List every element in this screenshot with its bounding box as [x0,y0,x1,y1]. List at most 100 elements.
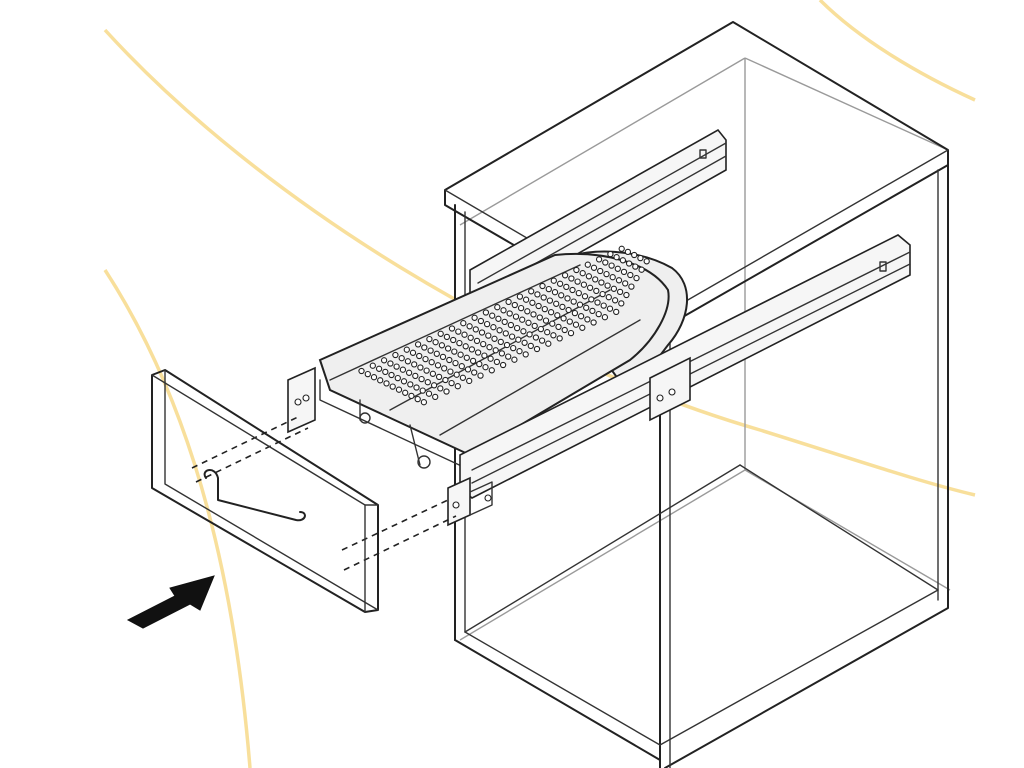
perforation-hole [437,330,444,337]
perforation-hole [576,301,584,308]
perforation-hole [497,338,504,346]
perforation-hole [466,377,473,385]
perforation-hole [549,320,556,327]
perforation-hole [471,369,478,376]
perforation-hole [502,330,509,337]
perforation-hole [369,362,376,369]
perforation-hole [600,302,607,309]
perforation-hole [510,344,517,352]
perforation-hole [433,350,440,357]
perforation-hole [620,268,628,276]
perforation-hole [377,377,384,384]
perforation-hole [513,324,521,332]
perforation-hole [604,282,611,289]
perforation-hole [606,305,614,312]
perforation-hole [589,307,596,315]
perforation-hole [506,310,513,317]
perforation-hole [495,315,502,322]
perforation-hole [558,292,565,299]
perforation-hole [571,309,579,317]
perforation-hole [595,310,602,318]
perforation-hole [624,248,632,256]
perforation-hole [561,326,568,334]
perforation-hole [511,301,518,309]
perforation-hole [489,312,496,319]
perforation-hole [526,331,533,338]
perforation-hole [538,337,546,344]
perforation-hole [555,323,562,331]
perforation-hole [528,288,535,295]
perforation-hole [595,256,603,263]
front-drawer-runner [447,234,911,527]
perforation-hole [521,339,528,346]
arc-left [103,269,252,768]
perforation-hole [443,388,450,395]
decorative-arcs [103,0,976,768]
perforation-hole [588,296,595,303]
perforation-hole [402,389,409,396]
perforation-hole [520,328,527,335]
perforation-hole [389,383,396,390]
perforation-hole [478,329,486,336]
perforation-hole [457,351,464,358]
perforation-hole [392,351,399,359]
perforation-hole [437,385,444,392]
perforation-hole [412,372,419,380]
perforation-hole [461,331,468,338]
perforation-hole [375,365,383,372]
perforation-hole [494,304,501,311]
perforation-hole [480,340,487,348]
cabinet-bottom [454,639,661,761]
perforation-hole [599,290,606,298]
perforation-hole [430,382,438,389]
perforation-hole [544,329,551,336]
perforation-hole [516,348,523,355]
perforation-hole [459,374,467,381]
perforation-hole [469,357,477,365]
perforation-hole [627,271,634,279]
perforation-hole [603,270,610,278]
perforation-hole [545,285,552,293]
perforation-hole [463,354,470,361]
perforation-hole [448,379,455,387]
perforation-hole [574,278,581,285]
perforation-hole [527,342,534,350]
perforation-hole [492,347,499,354]
perforation-hole [466,323,473,330]
perforation-hole [490,324,497,331]
perforation-hole [554,312,561,319]
perforation-hole [602,259,609,266]
perforation-hole [426,335,433,343]
perforation-hole [615,277,623,284]
perforation-hole [429,370,437,377]
perforation-hole [551,289,559,296]
perforation-hole [637,254,644,262]
perforation-hole [590,264,598,271]
perforation-hole [531,322,538,330]
perforation-hole [380,357,388,364]
perforation-hole [556,335,563,342]
perforation-hole [503,341,511,349]
perforation-hole [395,386,403,393]
perforation-hole [619,257,627,264]
perforation-hole [481,352,488,359]
perforation-hole [455,328,462,335]
perforation-hole [443,333,451,341]
perforation-hole [593,287,600,295]
perforation-hole [507,321,515,329]
perforation-hole [623,291,630,299]
perforation-hole [468,346,476,353]
perforation-hole [618,245,625,252]
perforation-hole [482,309,490,316]
perforation-hole [638,266,645,273]
perforation-hole [579,270,586,277]
perforation-hole [618,300,625,307]
perforation-hole [522,351,529,358]
board-perforations [358,245,650,406]
perforation-hole [529,299,536,306]
perforation-hole [454,383,461,390]
perforation-hole [388,371,395,379]
perforation-hole [561,272,569,279]
perforation-hole [511,356,518,363]
perforation-hole [418,375,425,383]
